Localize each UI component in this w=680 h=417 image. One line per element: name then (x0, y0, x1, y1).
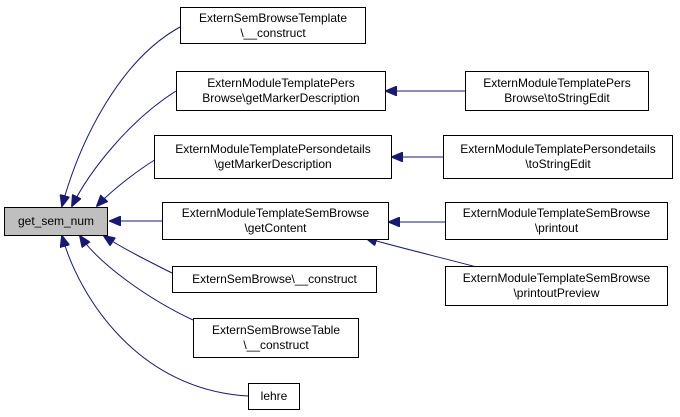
edge-emtp-getmarker-to-root (72, 90, 177, 206)
node-label-line2: \printout (534, 221, 579, 235)
node-label-line2: Browse\toStringEdit (504, 91, 610, 105)
node-label-line1: lehre (260, 389, 288, 403)
node-label-line2: \getContent (244, 221, 307, 235)
node-label-line1: ExternModuleTemplatePers (483, 76, 631, 90)
node-label-line1: ExternSemBrowseTemplate (198, 10, 348, 25)
node-label-line2: \printoutPreview (513, 286, 600, 300)
node-pers-browse-get-marker-description[interactable]: ExternModuleTemplatePers Browse\getMarke… (176, 71, 386, 111)
node-label-line2: \__construct (240, 25, 306, 40)
node-label-line1: ExternModuleTemplatePersondetails (460, 142, 656, 156)
node-extern-sem-browse-template-construct[interactable]: ExternSemBrowseTemplate \__construct (180, 7, 366, 44)
root-node-get-sem-num[interactable]: get_sem_num (4, 207, 108, 236)
node-label-line1: ExternModuleTemplateSemBrowse (181, 206, 370, 220)
node-sem-browse-get-content[interactable]: ExternModuleTemplateSemBrowse \getConten… (162, 202, 389, 240)
node-label-line1: ExternModuleTemplatePers (207, 76, 355, 90)
root-node-label: get_sem_num (17, 214, 95, 228)
edge-lehre-to-root (62, 236, 249, 397)
node-persondetails-to-string-edit[interactable]: ExternModuleTemplatePersondetails \toStr… (443, 135, 673, 179)
node-extern-sem-browse-construct[interactable]: ExternSemBrowse\__construct (172, 266, 377, 293)
node-label-line1: ExternSemBrowse\__construct (192, 272, 357, 286)
node-label-line2: \__construct (243, 338, 309, 352)
node-extern-sem-browse-table-construct[interactable]: ExternSemBrowseTable \__construct (193, 318, 359, 358)
node-lehre[interactable]: lehre (248, 383, 300, 410)
node-sem-browse-printout[interactable]: ExternModuleTemplateSemBrowse \printout (445, 202, 668, 240)
edge-esb-construct-to-root (104, 236, 173, 274)
node-label-line2: \getMarkerDescription (214, 157, 332, 171)
edge-esbt-construct-to-root (80, 236, 194, 321)
node-persondetails-get-marker-description[interactable]: ExternModuleTemplatePersondetails \getMa… (154, 135, 392, 179)
node-label-line1: ExternSemBrowseTable (211, 323, 341, 337)
node-label-line1: ExternModuleTemplateSemBrowse (462, 271, 651, 285)
node-label-line1: ExternModuleTemplatePersondetails (175, 142, 371, 156)
node-sem-browse-printout-preview[interactable]: ExternModuleTemplateSemBrowse \printoutP… (445, 266, 668, 306)
edge-est-construct-to-root (62, 26, 181, 206)
node-label-line2: \toStringEdit (525, 157, 591, 171)
node-pers-browse-to-string-edit[interactable]: ExternModuleTemplatePers Browse\toString… (465, 71, 649, 111)
node-label-line2: Browse\getMarkerDescription (202, 91, 360, 105)
node-label-line1: ExternModuleTemplateSemBrowse (462, 206, 651, 220)
